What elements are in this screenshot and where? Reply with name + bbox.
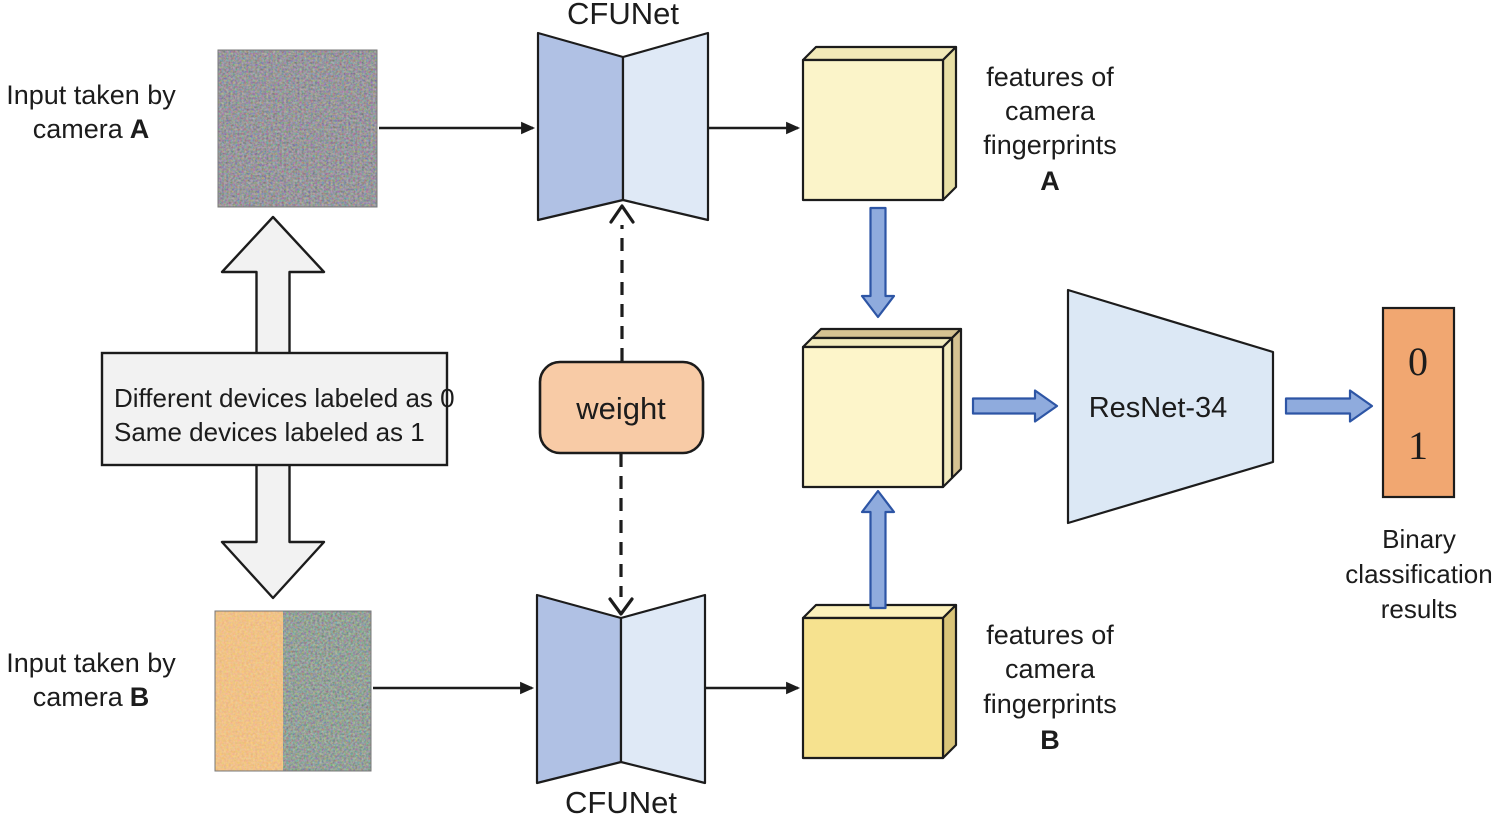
cfunet-bottom-decoder xyxy=(619,593,707,785)
input-a-line1: Input taken by xyxy=(6,80,176,110)
features-a-line3: fingerprints xyxy=(983,130,1117,160)
cfunet-top-shape xyxy=(536,31,710,222)
input-b-line1: Input taken by xyxy=(6,648,176,678)
cfunet-top-label: CFUNet xyxy=(567,0,679,31)
features-b-id: B xyxy=(1040,725,1060,755)
cfunet-bottom-encoder xyxy=(535,593,623,785)
features-a-label: features of camera fingerprints A xyxy=(983,62,1117,196)
cfunet-bottom-shape xyxy=(535,593,707,785)
stacked-box-mid-side xyxy=(941,336,954,489)
weight-share-arrow-down xyxy=(608,454,634,616)
feature-box-b-side xyxy=(941,603,958,760)
resnet-label: ResNet-34 xyxy=(1089,392,1228,424)
cfunet-top-encoder xyxy=(536,31,625,222)
features-a-line2: camera xyxy=(1005,96,1096,126)
stacked-box-mid-top xyxy=(801,336,954,349)
weight-box xyxy=(538,360,705,455)
stacked-feature-box xyxy=(801,327,963,489)
cfunet-top-decoder xyxy=(621,31,710,222)
cfunet-bottom-label: CFUNet xyxy=(565,785,677,818)
output-class-0: 0 xyxy=(1408,339,1428,384)
feature-box-a-side xyxy=(941,45,958,202)
arrow-features-b-up xyxy=(860,489,896,610)
features-b-line1: features of xyxy=(986,620,1114,650)
weight-share-arrow-up xyxy=(609,204,635,361)
arrow-features-a-down xyxy=(860,206,896,319)
features-b-label: features of camera fingerprints B xyxy=(983,620,1117,755)
device-label-line2: Same devices labeled as 1 xyxy=(114,417,425,447)
arrow-resnet-to-output xyxy=(1284,389,1374,423)
feature-box-a-top xyxy=(801,45,958,62)
features-b-line2: camera xyxy=(1005,654,1096,684)
feature-box-a-front xyxy=(801,58,945,202)
arrow-concat-to-resnet xyxy=(971,389,1059,423)
features-a-id: A xyxy=(1040,166,1060,196)
device-label-box xyxy=(100,351,449,467)
feature-box-b-front xyxy=(801,616,945,760)
weight-label: weight xyxy=(575,391,666,426)
output-class-1: 1 xyxy=(1408,423,1428,468)
features-a-line1: features of xyxy=(986,62,1114,92)
stacked-box-back-side xyxy=(950,327,963,480)
features-b-line3: fingerprints xyxy=(983,689,1117,719)
stacked-box-back-top xyxy=(810,327,963,340)
resnet-shape xyxy=(1066,288,1275,525)
result-caption-line2: classification xyxy=(1345,559,1492,589)
feature-box-a xyxy=(801,45,958,202)
result-caption-line1: Binary xyxy=(1382,524,1456,554)
noise-image-b xyxy=(214,610,372,772)
noise-image-a xyxy=(217,49,378,208)
stacked-box-front xyxy=(801,345,945,489)
output-box xyxy=(1381,306,1456,499)
result-caption: Binary classification results xyxy=(1345,524,1492,624)
device-label-line1: Different devices labeled as 0 xyxy=(114,383,455,413)
feature-box-b xyxy=(801,603,958,760)
result-caption-line3: results xyxy=(1381,594,1458,624)
